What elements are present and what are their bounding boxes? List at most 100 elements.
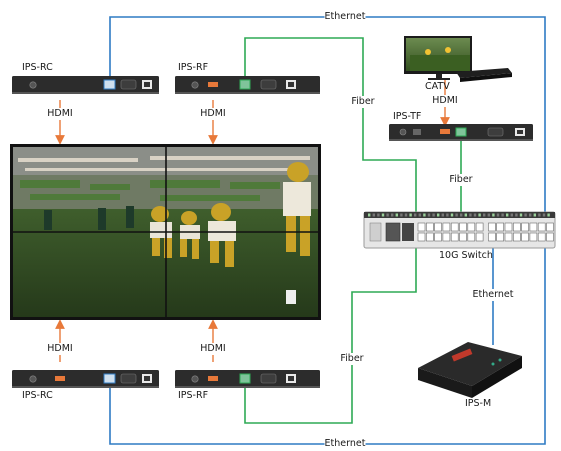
switch-led: [441, 213, 444, 217]
switch-led: [483, 213, 486, 217]
switch-led: [542, 213, 546, 217]
manager-device: [418, 342, 522, 398]
switch-port: [504, 222, 513, 232]
switch-led: [464, 213, 467, 217]
switch-led: [487, 213, 490, 217]
link-label-hdmi-bottom-mid: HDMI: [200, 343, 226, 355]
switch-led: [400, 213, 403, 217]
switch-led: [478, 213, 481, 217]
switch-led: [460, 213, 463, 217]
switch-led: [547, 213, 550, 217]
switch-port: [417, 222, 426, 232]
switch-port: [459, 232, 467, 242]
switch-led: [414, 213, 417, 217]
link-label-hdmi-top-left: HDMI: [47, 108, 73, 120]
switch-port: [425, 232, 434, 242]
switch-led: [377, 213, 380, 217]
switch-port: [546, 232, 554, 242]
switch-led: [368, 213, 371, 217]
switch-port: [504, 232, 513, 242]
switch-led: [404, 213, 408, 217]
switch-led: [515, 213, 518, 217]
switch-led: [501, 213, 504, 217]
link-label-hdmi-catv: HDMI: [432, 95, 458, 107]
switch-port: [512, 232, 521, 242]
switch-led: [409, 213, 412, 217]
receiver-top-mid: [175, 76, 320, 94]
switch-port: [521, 232, 529, 242]
link-label-ethernet-bottom: Ethernet: [324, 438, 366, 450]
receiver-bottom-left: [12, 370, 159, 388]
switch-led: [524, 213, 527, 217]
switch-led: [529, 213, 532, 217]
switch-port: [442, 232, 451, 242]
switch-port: [467, 232, 476, 242]
switch-led: [372, 213, 375, 217]
switch-port: [496, 222, 505, 232]
switch-port: [425, 222, 434, 232]
device-label-switch: 10G Switch: [439, 250, 493, 261]
catv-source: [404, 36, 512, 82]
switch-led: [395, 213, 398, 217]
switch-port: [496, 232, 505, 242]
switch-led: [469, 213, 472, 217]
device-label-ips-rf-bottom: IPS-RF: [178, 390, 209, 401]
switch-port: [521, 222, 529, 232]
switch-port: [450, 222, 459, 232]
switch-led: [446, 213, 449, 217]
device-label-ips-rf-top: IPS-RF: [178, 62, 209, 73]
switch-port: [467, 222, 476, 232]
switch-port: [529, 232, 538, 242]
switch-port: [459, 222, 467, 232]
switch-port: [512, 222, 521, 232]
switch-led: [423, 213, 426, 217]
switch-port: [475, 222, 484, 232]
switch-port: [537, 222, 546, 232]
switch-led: [538, 213, 541, 217]
switch-led: [455, 213, 458, 217]
switch-port: [450, 232, 459, 242]
switch-port: [434, 232, 442, 242]
switch-port: [488, 222, 496, 232]
switch-port: [475, 232, 484, 242]
receiver-bottom-mid: [175, 370, 320, 388]
switch-led: [418, 213, 421, 217]
device-label-catv: CATV: [425, 81, 450, 92]
video-wall: [10, 144, 321, 320]
switch-port: [442, 222, 451, 232]
switch-led: [391, 213, 394, 217]
switch-port: [529, 222, 538, 232]
switch-port: [537, 232, 546, 242]
switch-port: [434, 222, 442, 232]
switch-led: [510, 213, 513, 217]
link-label-hdmi-bottom-left: HDMI: [47, 343, 73, 355]
link-label-ethernet-top: Ethernet: [324, 11, 366, 23]
link-label-fiber-top: Fiber: [351, 96, 375, 108]
switch-led: [381, 213, 385, 217]
switch-led: [437, 213, 440, 217]
receiver-top-left: [12, 76, 159, 94]
link-label-fiber-bottom: Fiber: [340, 353, 364, 365]
switch-port: [417, 232, 426, 242]
link-label-fiber-tf: Fiber: [449, 174, 473, 186]
switch-port: [488, 232, 496, 242]
switch-led: [533, 213, 536, 217]
switch-led: [519, 213, 523, 217]
link-label-hdmi-top-mid: HDMI: [200, 108, 226, 120]
switch-led: [386, 213, 389, 217]
switch-led: [427, 213, 431, 217]
device-label-ips-rc-bottom: IPS-RC: [22, 390, 53, 401]
switch-led: [506, 213, 509, 217]
switch-port: [546, 222, 554, 232]
device-label-ips-rc-top: IPS-RC: [22, 62, 53, 73]
switch-led: [492, 213, 495, 217]
link-label-ethernet-manager: Ethernet: [472, 289, 514, 301]
device-label-ips-m: IPS-M: [465, 398, 492, 409]
switch-led: [450, 213, 454, 217]
switch-led: [432, 213, 435, 217]
switch-led: [496, 213, 500, 217]
device-label-ips-tf: IPS-TF: [393, 111, 422, 122]
transmitter-box: [389, 124, 533, 141]
switch-led: [473, 213, 477, 217]
